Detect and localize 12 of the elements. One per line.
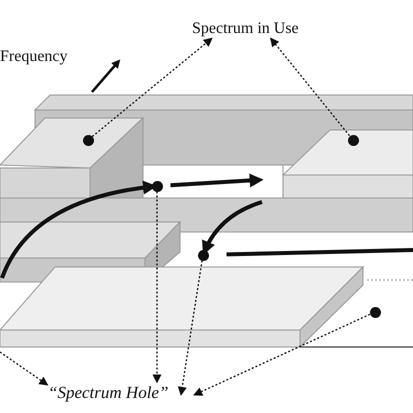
leader-line <box>92 38 213 137</box>
leader-line <box>0 351 48 386</box>
axis-label: Frequency <box>0 48 68 66</box>
callout-label: Spectrum in Use <box>192 20 299 38</box>
leader-line <box>193 314 370 396</box>
dot-marker <box>198 250 208 260</box>
leader-line <box>178 260 203 396</box>
callout-label: “Spectrum Hole” <box>48 383 168 403</box>
leader-line <box>270 38 350 136</box>
arrow <box>170 174 264 188</box>
leader-line <box>152 192 162 384</box>
dot-marker <box>370 306 380 318</box>
